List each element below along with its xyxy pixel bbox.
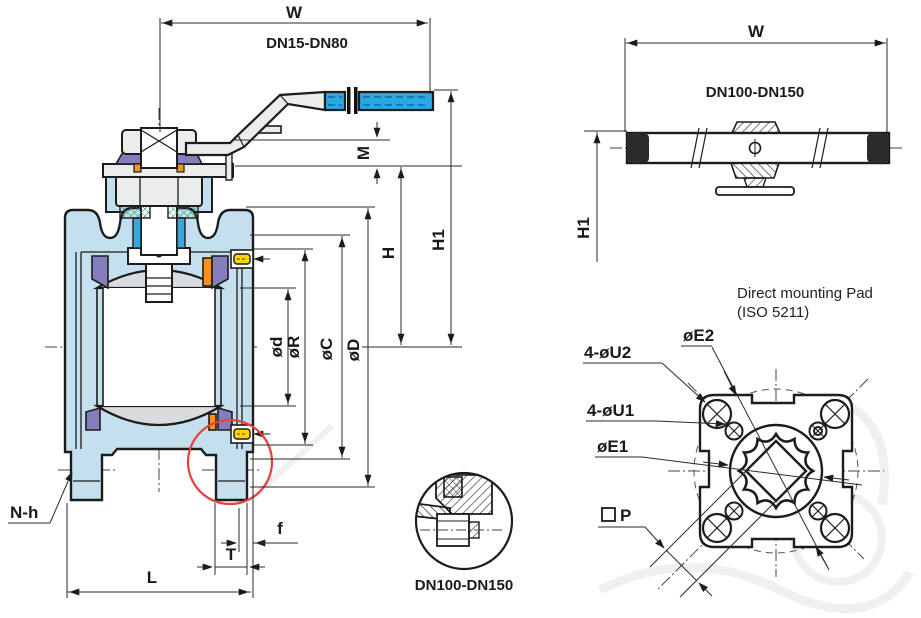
stem-spline-profile (736, 431, 816, 511)
bar-end-cap-right (867, 133, 889, 163)
dim-h1b-label: H1 (574, 217, 593, 239)
stem-seal-left (132, 217, 142, 249)
u1-bolt-holes (724, 421, 828, 521)
dim-c-label: øC (317, 338, 336, 361)
pad-subtitle: (ISO 5211) (737, 304, 809, 321)
dim-nh-label: N-h (10, 503, 38, 522)
dim-m-label: M (354, 146, 373, 160)
bar-break-marks (690, 127, 829, 169)
dim-bore-label: ød (267, 337, 286, 358)
dim-e2-label: øE2 (683, 326, 714, 345)
dim-e1-label: øE1 (597, 437, 628, 456)
front-view: W DN15-DN80 M H H1 ød øR øC øD N-h f T L (8, 3, 462, 598)
handle-top-view: W DN100-DN150 H1 (574, 22, 905, 262)
detail-circle (414, 471, 514, 571)
bar-base-plate (715, 186, 795, 196)
packing-left (119, 205, 151, 219)
dim-h1-label: H1 (429, 229, 448, 251)
handle-lever (184, 87, 435, 157)
grip-break-bar (354, 87, 358, 114)
detail-view: DN100-DN150 (414, 471, 514, 594)
dim-w-label: W (286, 3, 303, 22)
dim-r-label: øR (284, 336, 303, 359)
u2-bolt-holes (701, 398, 851, 544)
antistatic-fittings (230, 249, 270, 444)
detail-section (416, 473, 512, 569)
bolt-circle-u2 (693, 388, 859, 554)
arm-bend-line (279, 94, 289, 105)
bar-clamp-bottom (729, 162, 781, 179)
detail-gasket (443, 476, 463, 498)
center-boss (728, 423, 824, 519)
handle-grip-inner (323, 90, 347, 112)
size-range2-label: DN100-DN150 (706, 84, 804, 101)
gland-nut (115, 175, 203, 207)
thrust-seal-left (133, 163, 142, 173)
thrust-seal-right (176, 163, 185, 173)
dim-h-label: H (379, 247, 398, 259)
packing-right (167, 205, 199, 219)
mounting-pad-view: Direct mounting Pad (ISO 5211) 4-øU2 4-ø… (583, 285, 884, 598)
dim-w2-label: W (748, 22, 765, 41)
detail-label: DN100-DN150 (415, 577, 513, 594)
seat-retainer-top (202, 257, 213, 287)
dim-l-label: L (147, 568, 157, 587)
pad-leaders (583, 345, 863, 598)
dim-d-label: øD (344, 339, 363, 362)
bar-end-cap-left (627, 133, 649, 163)
front-dimensions (8, 18, 462, 598)
size-range-label: DN15-DN80 (266, 35, 348, 52)
bar-clamp-top (730, 121, 782, 134)
dim-u2-label: 4-øU2 (584, 343, 631, 362)
square-symbol (601, 507, 616, 522)
seat-bottom-left (85, 406, 101, 431)
grip-break-bar (347, 87, 351, 114)
ball-bore (103, 288, 215, 406)
dim-p-label: P (620, 506, 631, 525)
pad-outline (698, 393, 854, 549)
dim-u1-label: 4-øU1 (587, 401, 634, 420)
stem-ball-tang (145, 263, 173, 303)
arm-bend-line (237, 134, 245, 148)
dim-f-label: f (277, 519, 283, 538)
stem-head-cross (140, 129, 178, 153)
handle-arm (184, 90, 327, 157)
seat-top-left (91, 255, 109, 290)
ball-bottom-dome (93, 404, 225, 427)
handle-grip (357, 90, 435, 112)
pad-title: Direct mounting Pad (737, 285, 873, 302)
detail-highlight-circle (186, 418, 274, 506)
dim-t-label: T (226, 545, 237, 564)
seat-top-right (211, 255, 229, 290)
bar-hub-stem (743, 177, 767, 188)
stem-seal-right (176, 217, 186, 249)
